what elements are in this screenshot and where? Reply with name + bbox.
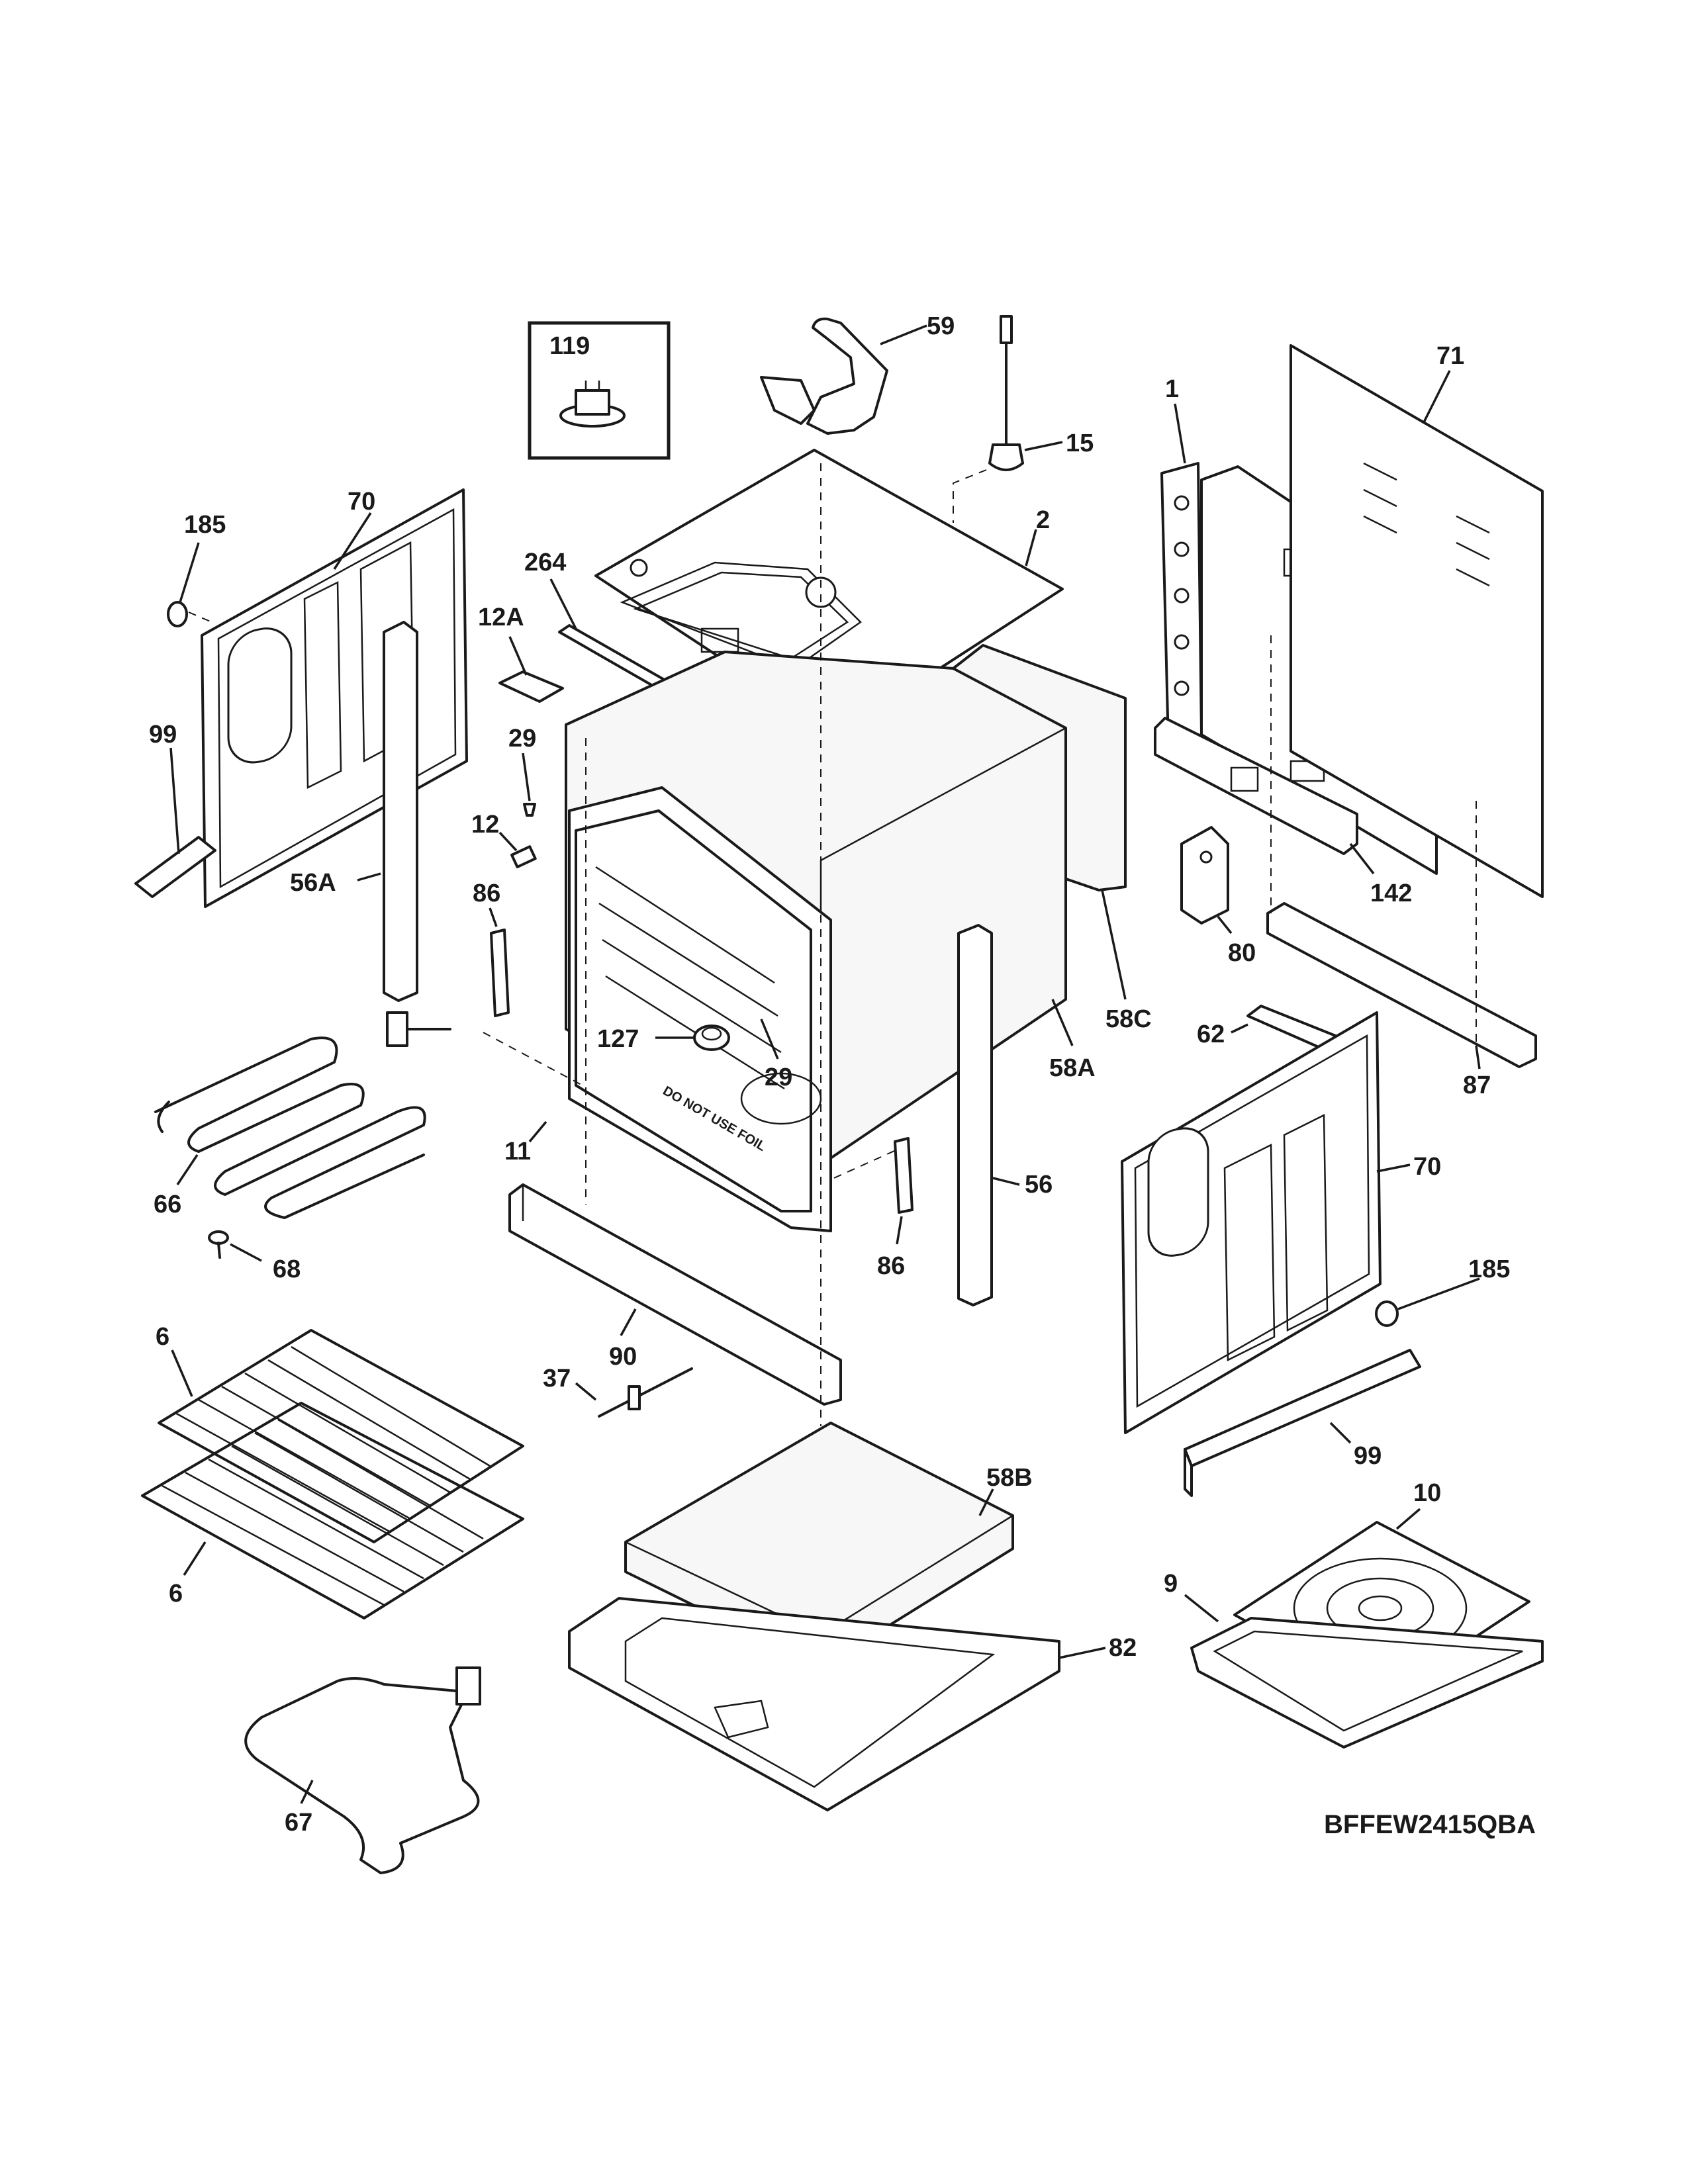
part-70-left-side-panel: 70 — [201, 488, 468, 908]
part-59-vent-duct: 59 — [760, 312, 955, 435]
part-66-broil-element: 66 — [154, 1011, 451, 1219]
callout-70-left: 70 — [348, 488, 375, 516]
callout-70-right: 70 — [1413, 1153, 1441, 1181]
part-37-bracket: 37 — [543, 1365, 693, 1418]
part-2-top-panel: 2 — [594, 449, 1064, 736]
part-71-rear-cover: 71 — [1289, 342, 1544, 898]
callout-86-right: 86 — [877, 1252, 905, 1280]
callout-62: 62 — [1197, 1021, 1225, 1048]
callout-86-left: 86 — [473, 880, 500, 907]
callout-99-right: 99 — [1354, 1442, 1382, 1470]
callout-82: 82 — [1109, 1634, 1137, 1662]
callout-37: 37 — [543, 1365, 571, 1392]
callout-127: 127 — [597, 1025, 639, 1053]
callout-142: 142 — [1370, 880, 1412, 907]
callout-66: 66 — [154, 1191, 181, 1218]
callout-9: 9 — [1164, 1570, 1178, 1598]
callout-15: 15 — [1066, 430, 1094, 457]
part-70-right-side-panel: 70 — [1121, 1011, 1441, 1434]
callout-12: 12 — [471, 811, 499, 839]
callout-185-right: 185 — [1468, 1255, 1510, 1283]
part-185-grommet-right: 185 — [1375, 1255, 1510, 1327]
part-90-front-trim: 90 — [508, 1183, 842, 1406]
part-80-bracket: 80 — [1180, 826, 1256, 967]
callout-12a: 12A — [478, 604, 524, 631]
part-86-hinge-receiver-right: 86 — [877, 1137, 914, 1280]
part-6-oven-rack-upper: 6 — [156, 1323, 524, 1543]
part-99-right-rail: 99 — [1184, 1349, 1421, 1497]
callout-56a: 56A — [290, 869, 336, 897]
part-58b-bottom-insulation: 58B — [624, 1422, 1033, 1669]
part-185-grommet-left: 185 — [167, 511, 226, 627]
callout-68: 68 — [273, 1255, 301, 1283]
part-29-screw-upper: 29 — [508, 725, 536, 817]
callout-1: 1 — [1165, 375, 1179, 403]
part-12-light-socket: 12 — [471, 811, 537, 868]
part-68-clip: 68 — [208, 1230, 301, 1283]
part-6-oven-rack-lower: 6 — [141, 1402, 524, 1619]
part-oven-cavity-front: DO NOT USE FOIL 11 — [504, 786, 832, 1232]
part-99-left-rail: 99 — [134, 721, 216, 898]
callout-264: 264 — [524, 549, 566, 576]
callout-29-top: 29 — [508, 725, 536, 752]
part-67-bake-element: 67 — [244, 1666, 481, 1874]
part-12a-insulation-piece: 12A — [478, 604, 564, 703]
callout-59: 59 — [927, 312, 955, 340]
callout-71: 71 — [1436, 342, 1464, 370]
callout-80: 80 — [1228, 939, 1256, 967]
part-62-terminal-block: 62 — [1197, 1005, 1345, 1054]
callout-119: 119 — [549, 332, 590, 360]
callout-99-left: 99 — [149, 721, 177, 749]
callout-6-lower: 6 — [169, 1580, 183, 1608]
part-9-drip-tray: 9 — [1164, 1570, 1544, 1749]
callout-67: 67 — [285, 1809, 312, 1837]
callout-58a: 58A — [1049, 1054, 1096, 1082]
part-87-rail: 87 — [1266, 902, 1537, 1099]
part-56-side-channel: 56 — [957, 924, 1053, 1306]
callout-10: 10 — [1413, 1479, 1441, 1507]
part-86-hinge-receiver-left: 86 — [473, 880, 510, 1017]
callout-2: 2 — [1036, 506, 1050, 534]
callout-90: 90 — [609, 1343, 637, 1371]
callout-29-bottom: 29 — [765, 1064, 792, 1091]
model-number: BFFEW2415QBA — [1324, 1810, 1536, 1839]
part-142-rear-trim: 142 — [1154, 717, 1412, 907]
callout-6-upper: 6 — [156, 1323, 169, 1351]
callout-11: 11 — [504, 1138, 531, 1165]
callout-87: 87 — [1463, 1071, 1491, 1099]
callout-56: 56 — [1025, 1171, 1053, 1199]
part-82-bottom-panel: 82 — [568, 1597, 1137, 1811]
callout-185-left: 185 — [184, 511, 226, 539]
assembly-guide-lines — [483, 463, 1477, 1426]
part-127-light-lens: 127 — [597, 1024, 730, 1053]
part-56a-side-channel: 56A — [290, 621, 418, 1002]
model-number-label: BFFEW2415QBA — [1324, 1810, 1536, 1839]
part-29-screw-lower: 29 — [760, 1019, 792, 1091]
part-119-inset: 119 — [528, 321, 671, 460]
part-15-sensor: 15 — [953, 315, 1094, 523]
callout-58c: 58C — [1105, 1005, 1152, 1033]
callout-58b: 58B — [986, 1464, 1033, 1492]
